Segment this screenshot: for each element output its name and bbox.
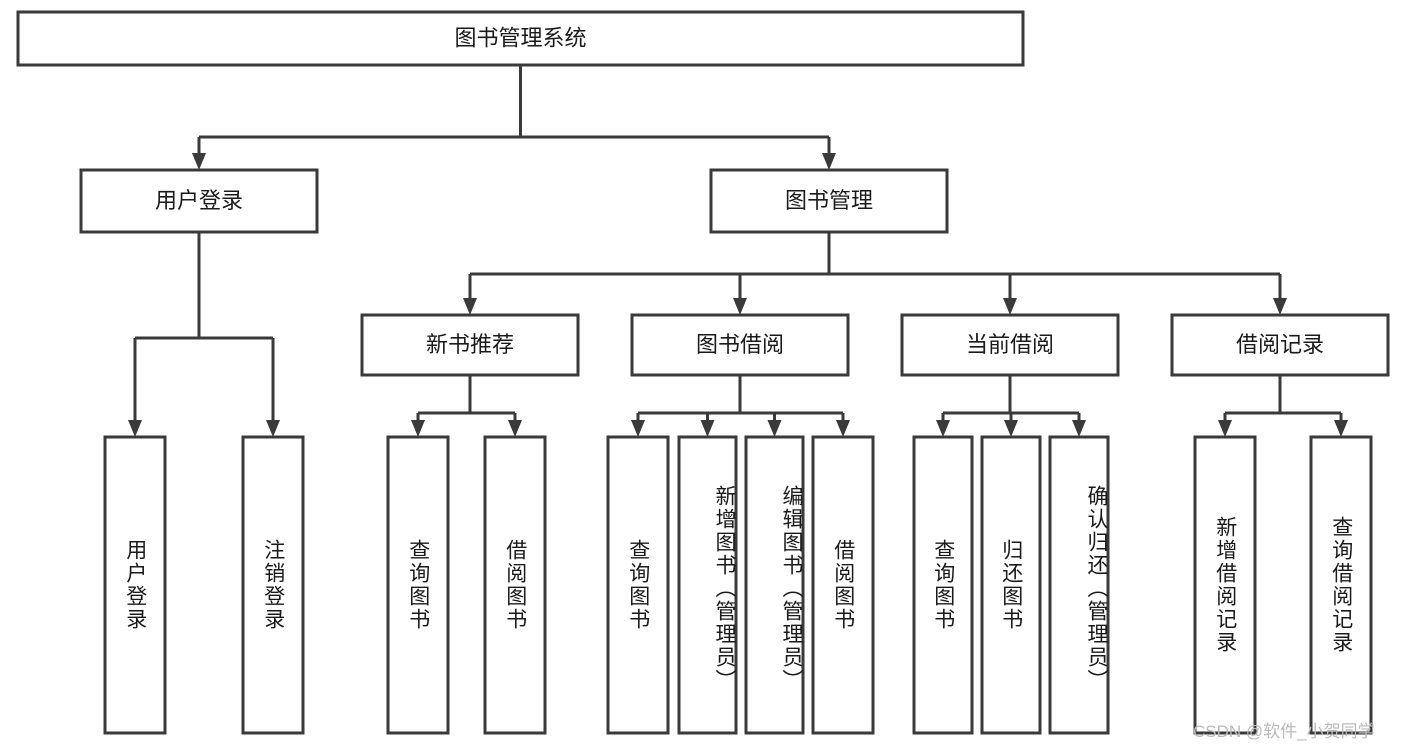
arrow-head-icon: [128, 420, 142, 437]
arrow-head-icon: [822, 153, 836, 170]
arrow-head-icon: [700, 420, 715, 437]
leaf-leaf-query-book-3[interactable]: [912, 435, 974, 735]
node-user-login[interactable]: [79, 168, 319, 234]
leaf-leaf-query-book-2[interactable]: [606, 435, 670, 735]
node-box[interactable]: [912, 435, 974, 735]
arrow-head-icon: [1273, 298, 1287, 315]
leaf-leaf-return-book[interactable]: [980, 435, 1042, 735]
arrow-head-icon: [936, 420, 950, 437]
node-label: 借阅记录: [1236, 332, 1324, 357]
node-box[interactable]: [1309, 435, 1373, 735]
node-borrow-record[interactable]: [1170, 313, 1390, 377]
node-label: 图书借阅: [696, 332, 784, 357]
leaf-leaf-query-record[interactable]: [1309, 435, 1373, 735]
node-box[interactable]: [360, 313, 580, 377]
arrow-head-icon: [836, 420, 850, 437]
node-label: 新书推荐: [426, 332, 514, 357]
arrow-head-icon: [463, 298, 477, 315]
node-book-borrow[interactable]: [630, 313, 850, 377]
arrow-head-icon: [1003, 298, 1017, 315]
arrow-head-icon: [1218, 420, 1232, 437]
node-box[interactable]: [241, 435, 305, 735]
node-box[interactable]: [79, 168, 319, 234]
node-box[interactable]: [980, 435, 1042, 735]
arrow-head-icon: [266, 420, 280, 437]
node-current-borrow[interactable]: [900, 313, 1120, 377]
arrow-head-icon: [1072, 420, 1086, 437]
node-label: 当前借阅: [966, 332, 1054, 357]
node-box[interactable]: [103, 435, 167, 735]
leaf-leaf-logout[interactable]: [241, 435, 305, 735]
node-box[interactable]: [386, 435, 450, 735]
node-box[interactable]: [744, 435, 805, 735]
node-box[interactable]: [16, 10, 1025, 67]
watermark-text: CSDN @软件_小贺同学: [1193, 722, 1375, 741]
node-box[interactable]: [1048, 435, 1110, 735]
leaf-leaf-confirm-return[interactable]: [1048, 435, 1110, 735]
node-root-root[interactable]: [16, 10, 1025, 67]
leaf-leaf-add-record[interactable]: [1193, 435, 1257, 735]
node-box[interactable]: [483, 435, 547, 735]
arrow-head-icon: [192, 153, 206, 170]
arrow-head-icon: [767, 420, 782, 437]
node-box[interactable]: [677, 435, 738, 735]
node-box[interactable]: [1170, 313, 1390, 377]
arrow-head-icon: [631, 420, 645, 437]
node-box[interactable]: [811, 435, 875, 735]
arrow-head-icon: [1334, 420, 1348, 437]
arrow-head-icon: [411, 420, 425, 437]
leaf-leaf-edit-book[interactable]: [744, 435, 805, 735]
leaf-leaf-user-login[interactable]: [103, 435, 167, 735]
node-box[interactable]: [606, 435, 670, 735]
node-book-manage[interactable]: [709, 168, 949, 234]
leaf-leaf-borrow-book-2[interactable]: [811, 435, 875, 735]
node-label: 图书管理: [785, 188, 873, 213]
leaf-leaf-borrow-book-1[interactable]: [483, 435, 547, 735]
leaf-leaf-query-book-1[interactable]: [386, 435, 450, 735]
node-label: 用户登录: [155, 188, 243, 213]
node-box[interactable]: [709, 168, 949, 234]
node-new-book-rec[interactable]: [360, 313, 580, 377]
node-box[interactable]: [630, 313, 850, 377]
leaf-leaf-add-book[interactable]: [677, 435, 738, 735]
node-box[interactable]: [1193, 435, 1257, 735]
arrow-head-icon: [733, 298, 747, 315]
node-label: 图书管理系统: [454, 25, 586, 50]
arrow-head-icon: [1004, 420, 1018, 437]
arrow-head-icon: [508, 420, 522, 437]
node-box[interactable]: [900, 313, 1120, 377]
